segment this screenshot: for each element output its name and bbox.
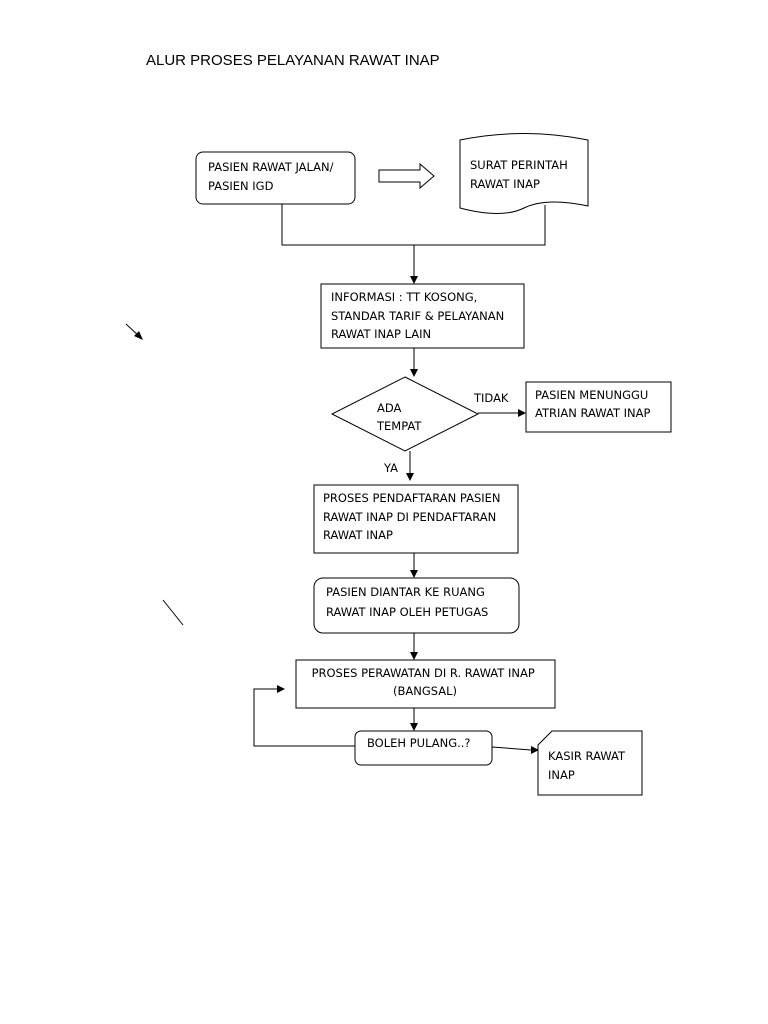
node-informasi-line-2: STANDAR TARIF & PELAYANAN: [331, 309, 504, 323]
page-title: ALUR PROSES PELAYANAN RAWAT INAP: [146, 52, 440, 69]
node-informasi: [320, 283, 525, 349]
node-pasien-menunggu-line-1: PASIEN MENUNGGU: [535, 388, 648, 402]
arrowhead-icon: [518, 409, 526, 417]
node-proses-pendaftaran: [313, 484, 519, 554]
node-boleh-pulang: [354, 730, 493, 766]
node-proses-pendaftaran-line-1: PROSES PENDAFTARAN PASIEN: [323, 491, 501, 505]
svg-text:PASIEN MENUNGGU ATRIAN RAW: PASIEN MENUNGGU ATRIAN RAWAT INAP: [535, 388, 652, 420]
connector-to-kasir: [491, 746, 532, 751]
stray-line: [162, 599, 184, 626]
svg-text:PASIEN RAWAT JALAN/ PASIEN: PASIEN RAWAT JALAN/ PASIEN IGD: [208, 160, 337, 193]
node-ada-tempat-line-1: ADA: [377, 401, 402, 415]
svg-text:PASIEN DIANTAR KE RUANG RA: PASIEN DIANTAR KE RUANG RAWAT INAP OLEH …: [326, 585, 489, 619]
node-boleh-pulang-label: BOLEH PULANG..?: [367, 736, 471, 750]
node-kasir-line-1: KASIR RAWAT: [548, 749, 626, 763]
node-surat-perintah-line-2: RAWAT INAP: [470, 177, 540, 191]
svg-text:SURAT PERINTAH RAWAT INAP: SURAT PERINTAH RAWAT INAP: [470, 158, 571, 191]
arrowhead-icon: [410, 570, 418, 578]
node-pasien-rawat-jalan-line-2: PASIEN IGD: [208, 179, 274, 193]
svg-text:PROSES PENDAFTARAN PASIEN: PROSES PENDAFTARAN PASIEN RAWAT INAP DI …: [323, 491, 504, 542]
node-ada-tempat-line-2: TEMPAT: [376, 419, 422, 433]
arrowhead-icon: [531, 746, 539, 754]
svg-text:INFORMASI : TT KOSONG, ST: INFORMASI : TT KOSONG, STANDAR TARIF & P…: [331, 290, 508, 341]
arrowhead-icon: [410, 652, 418, 660]
arrowhead-icon: [410, 276, 418, 284]
node-pasien-diantar-line-2: RAWAT INAP OLEH PETUGAS: [326, 605, 488, 619]
arrowhead-icon: [406, 473, 414, 481]
node-pasien-menunggu-line-2: ATRIAN RAWAT INAP: [535, 406, 651, 420]
node-kasir-line-2: INAP: [548, 768, 575, 782]
node-pasien-diantar: [313, 577, 520, 634]
node-informasi-line-3: RAWAT INAP LAIN: [331, 327, 431, 341]
node-pasien-rawat-jalan: [195, 151, 356, 205]
node-informasi-line-1: INFORMASI : TT KOSONG,: [331, 290, 477, 304]
node-pasien-diantar-line-1: PASIEN DIANTAR KE RUANG: [326, 585, 485, 599]
arrowhead-icon: [277, 685, 285, 693]
node-proses-perawatan-line-2: (BANGSAL): [393, 684, 457, 698]
arrowhead-icon: [410, 369, 418, 377]
node-surat-perintah: [459, 133, 589, 214]
node-pasien-rawat-jalan-line-1: PASIEN RAWAT JALAN/: [208, 160, 334, 174]
node-proses-pendaftaran-line-2: RAWAT INAP DI PENDAFTARAN: [323, 510, 496, 524]
loop-back-connector: [253, 688, 355, 747]
svg-text:KASIR RAWAT INAP: KASIR RAWAT INAP: [548, 749, 629, 782]
svg-text:PROSES PERAWATAN DI R. RAWAT I: PROSES PERAWATAN DI R. RAWAT INAP (BANGS…: [312, 666, 539, 698]
edge-label-ya: YA: [383, 461, 398, 475]
arrowhead-icon: [410, 723, 418, 731]
node-proses-pendaftaran-line-3: RAWAT INAP: [323, 528, 393, 542]
node-ada-tempat-decision: [330, 376, 480, 452]
node-pasien-menunggu: [525, 381, 672, 433]
node-proses-perawatan: [295, 659, 556, 709]
block-arrow-right-icon: [378, 162, 435, 190]
node-proses-perawatan-line-1: PROSES PERAWATAN DI R. RAWAT INAP: [312, 666, 535, 680]
node-surat-perintah-line-1: SURAT PERINTAH: [470, 158, 568, 172]
stray-arrow-head: [134, 331, 143, 340]
svg-text:ADA TEMPAT: ADA TEMPAT: [376, 401, 422, 433]
node-kasir: [537, 730, 643, 796]
edge-label-tidak: TIDAK: [473, 391, 509, 405]
